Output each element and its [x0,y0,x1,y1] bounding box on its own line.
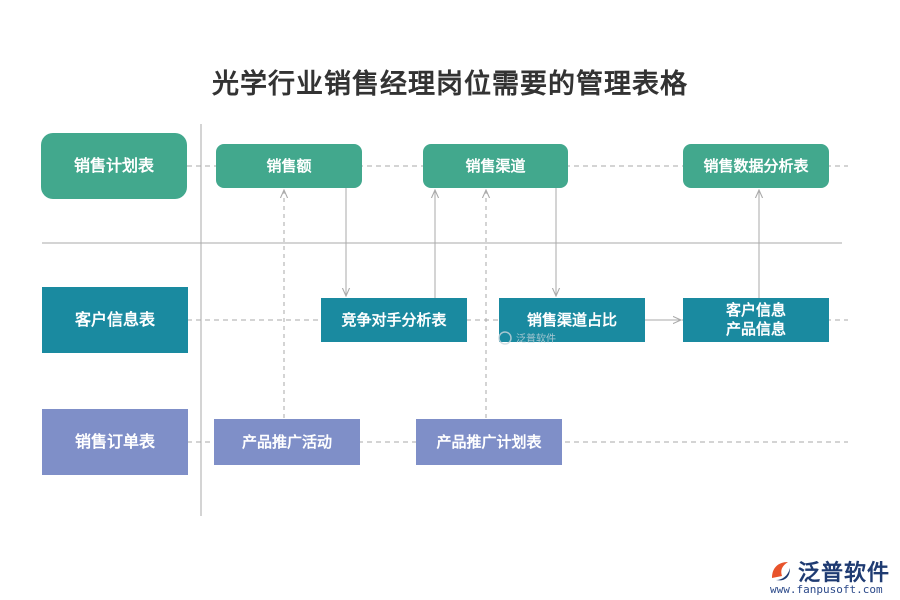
node-promo-plan: 产品推广计划表 [416,419,562,465]
brand-url: www.fanpusoft.com [770,583,883,596]
row-label-customer-info: 客户信息表 [42,287,188,353]
node-competitor-analysis: 竞争对手分析表 [321,298,467,342]
watermark-icon [498,330,512,345]
node-customer-product-info: 客户信息 产品信息 [683,298,829,342]
brand-logo: 泛普软件 [768,555,890,587]
node-customer-info-line1: 客户信息 [725,301,786,320]
diagram-title: 光学行业销售经理岗位需要的管理表格 [212,69,688,100]
node-sales-amount: 销售额 [216,144,362,188]
node-product-info-line2: 产品信息 [725,320,786,338]
watermark: 泛普软件 [498,330,556,345]
row-label-sales-plan: 销售计划表 [41,133,187,199]
fanpu-logo-icon [768,558,794,584]
node-promo-activity: 产品推广活动 [214,419,360,465]
node-sales-channel: 销售渠道 [423,144,568,188]
watermark-text: 泛普软件 [516,334,556,345]
row-label-sales-order: 销售订单表 [42,409,188,475]
node-sales-data-analysis: 销售数据分析表 [683,144,829,188]
node-channel-share: 销售渠道占比 [499,298,645,342]
brand-name: 泛普软件 [798,561,891,586]
